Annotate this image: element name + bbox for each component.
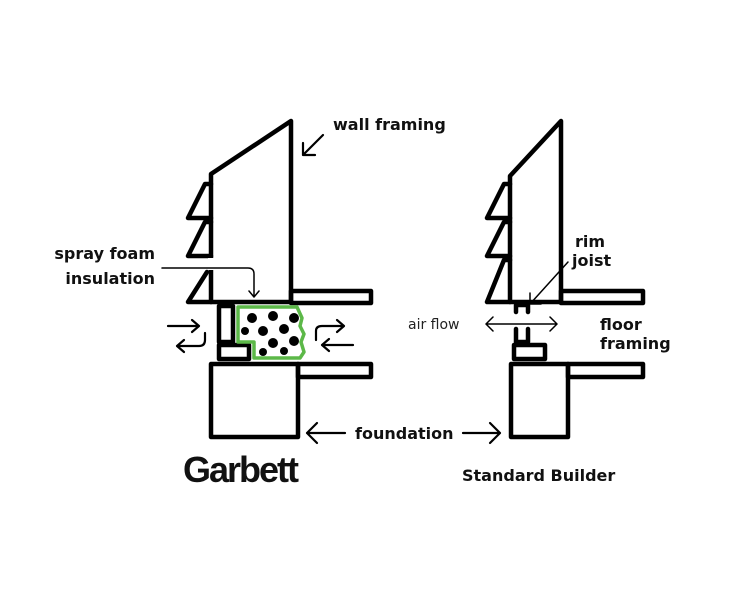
rim-joist	[216, 303, 236, 345]
siding-clapboard	[185, 269, 214, 305]
foam-dots	[241, 311, 299, 356]
foundation-wall	[508, 361, 571, 440]
foam-dot	[259, 348, 267, 356]
rim-joist	[513, 302, 531, 315]
foam-dot	[289, 313, 299, 323]
foundation-arrow-right-icon	[461, 421, 502, 445]
foundation-wall	[208, 361, 301, 440]
garbett-caption: Garbett	[183, 449, 299, 490]
foundation-arrow-left-icon	[305, 421, 347, 445]
foam-dot	[268, 338, 278, 348]
wall-framing	[208, 118, 294, 305]
standard-builder-caption: Standard Builder	[462, 466, 615, 485]
wall-framing	[507, 118, 564, 305]
foam-dot	[289, 336, 299, 346]
air-flow-label: air flow	[408, 317, 460, 333]
airflow-arrow-left-icon	[320, 337, 355, 353]
airflow-arrow-right-icon	[166, 318, 201, 334]
floor-joist-upper	[288, 288, 374, 306]
rim-joist-label-line1: rim	[575, 232, 605, 251]
sill-plate	[216, 342, 252, 362]
foam-dot	[258, 326, 268, 336]
siding-clapboard	[185, 181, 214, 221]
sill-plate	[511, 342, 548, 362]
spray-foam-leader	[161, 267, 260, 298]
standard-builder-assembly	[305, 118, 646, 445]
siding-clapboard	[484, 257, 513, 305]
rim-joist	[513, 326, 531, 345]
foam-dot	[279, 324, 289, 334]
garbett-assembly	[161, 118, 374, 440]
floor-joist-upper	[558, 288, 646, 306]
siding-clapboard	[185, 219, 214, 259]
airflow-return-arrow-icon	[175, 331, 207, 354]
foam-dot	[247, 313, 257, 323]
foam-dot	[241, 327, 249, 335]
siding-clapboard	[484, 181, 513, 221]
foam-dot	[280, 347, 288, 355]
floor-joist-lower	[565, 361, 646, 380]
floor-framing-label-line1: floor	[600, 315, 642, 334]
floor-joist-lower	[295, 361, 374, 380]
airflow-double-arrow-icon	[485, 316, 558, 332]
siding-clapboard	[484, 219, 513, 259]
spray-foam-label-line1: spray foam	[54, 244, 155, 263]
floor-framing-label-line2: framing	[600, 334, 671, 353]
rim-joist-label-line2: joist	[571, 251, 611, 270]
wall-framing-label: wall framing	[333, 115, 446, 134]
spray-foam-label-line2: insulation	[65, 269, 155, 288]
airflow-return-arrow-icon	[314, 318, 346, 342]
wall-framing-arrow-icon	[301, 133, 325, 157]
foundation-label: foundation	[355, 424, 454, 443]
foam-dot	[268, 311, 278, 321]
rim-joist-arrow-icon	[529, 261, 569, 305]
